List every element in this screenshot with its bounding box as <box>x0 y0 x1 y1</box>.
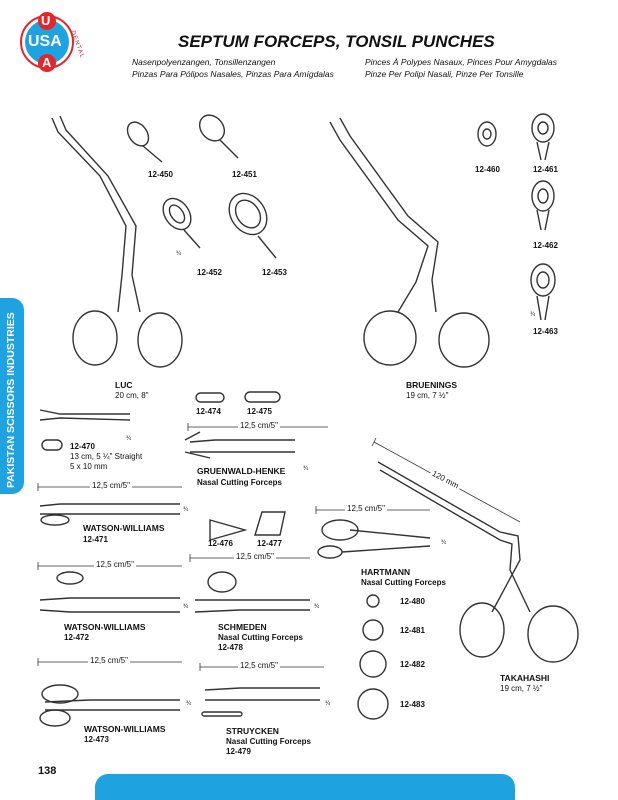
item-12-452: 12-452 <box>197 268 222 277</box>
watson-471-name: WATSON-WILLIAMS <box>83 523 165 533</box>
measure-472: 12,5 cm/5" <box>94 560 136 569</box>
schmeden-name: SCHMEDEN <box>218 622 267 632</box>
bruenings-name: BRUENINGS <box>406 380 458 390</box>
measure-hartmann: 12,5 cm/5" <box>345 504 387 513</box>
item-12-453: 12-453 <box>262 268 287 277</box>
measure-struycken: 12,5 cm/5" <box>238 661 280 670</box>
logo-word-usa: USA <box>28 33 62 50</box>
bruenings-size: 19 cm, 7 ½" <box>406 391 449 400</box>
gruenwald-sub: Nasal Cutting Forceps <box>197 478 282 487</box>
struycken-name: STRUYCKEN <box>226 726 279 736</box>
item-12-460: 12-460 <box>475 165 500 174</box>
item-12-472: 12-472 <box>64 633 89 642</box>
item-12-462: 12-462 <box>533 241 558 250</box>
hartmann-name: HARTMANN <box>361 567 411 577</box>
fraction-gruenwald: ¾ <box>303 466 309 472</box>
lang-left-2: Pinzas Para Pólipos Nasales, Pinzas Para… <box>132 69 334 79</box>
gruenwald-name: GRUENWALD-HENKE <box>197 466 286 476</box>
footer-bar <box>95 774 515 800</box>
lang-right-1: Pinces À Polypes Nasaux, Pinces Pour Amy… <box>365 57 557 67</box>
item-12-481: 12-481 <box>400 626 425 635</box>
item-12-478: 12-478 <box>218 643 243 652</box>
item-12-473: 12-473 <box>84 735 109 744</box>
item-12-482: 12-482 <box>400 660 425 669</box>
side-tab: PAKISTAN SCISSORS INDUSTRIES <box>0 298 24 494</box>
fraction-452: ¾ <box>176 251 182 257</box>
item-12-483: 12-483 <box>400 700 425 709</box>
item-12-480: 12-480 <box>400 597 425 606</box>
item-12-461: 12-461 <box>533 165 558 174</box>
luc-size: 20 cm, 8" <box>115 391 149 400</box>
usa-dental-logo: U USA A DENTAL <box>15 12 105 78</box>
luc-name: LUC <box>115 380 133 390</box>
fraction-463: ¾ <box>530 312 536 318</box>
item-12-475: 12-475 <box>247 407 272 416</box>
fraction-472: ¾ <box>183 604 189 610</box>
watson-473-name: WATSON-WILLIAMS <box>84 724 166 734</box>
takahashi-name: TAKAHASHI <box>500 673 550 683</box>
struycken-sub: Nasal Cutting Forceps <box>226 737 311 746</box>
i470-desc-2: 5 x 10 mm <box>70 462 108 471</box>
item-12-470: 12-470 <box>70 442 95 451</box>
item-12-471: 12-471 <box>83 535 108 544</box>
page-number: 138 <box>38 765 57 777</box>
item-12-463: 12-463 <box>533 327 558 336</box>
logo-letter-a: A <box>42 55 52 70</box>
fraction-473: ¾ <box>186 701 192 707</box>
logo-letter-u: U <box>41 13 51 28</box>
item-12-479: 12-479 <box>226 747 251 756</box>
takahashi-size: 19 cm, 7 ½" <box>500 684 543 693</box>
i470-desc-1: 13 cm, 5 ¼" Straight <box>70 452 143 461</box>
lang-left-1: Nasenpolyenzangen, Tonsillenzangen <box>132 57 276 67</box>
measure-473: 12,5 cm/5" <box>88 656 130 665</box>
measure-schmeden: 12,5 cm/5" <box>234 552 276 561</box>
fraction-hartmann: ¾ <box>441 540 447 546</box>
item-12-477: 12-477 <box>257 539 282 548</box>
lang-right-2: Pinze Per Polipi Nasali, Pinze Per Tonsi… <box>365 69 524 79</box>
watson-472-name: WATSON-WILLIAMS <box>64 622 146 632</box>
schmeden-sub: Nasal Cutting Forceps <box>218 633 303 642</box>
measure-gruenwald: 12,5 cm/5" <box>238 421 280 430</box>
item-12-451: 12-451 <box>232 170 257 179</box>
item-12-450: 12-450 <box>148 170 173 179</box>
fraction-struycken: ¾ <box>325 701 331 707</box>
hartmann-sub: Nasal Cutting Forceps <box>361 578 446 587</box>
fraction-470: ¾ <box>126 436 132 442</box>
fraction-471: ¾ <box>183 507 189 513</box>
page-title: SEPTUM FORCEPS, TONSIL PUNCHES <box>178 32 495 51</box>
item-12-476: 12-476 <box>208 539 233 548</box>
item-12-474: 12-474 <box>196 407 221 416</box>
measure-471: 12,5 cm/5" <box>90 481 132 490</box>
fraction-schmeden: ¾ <box>314 604 320 610</box>
